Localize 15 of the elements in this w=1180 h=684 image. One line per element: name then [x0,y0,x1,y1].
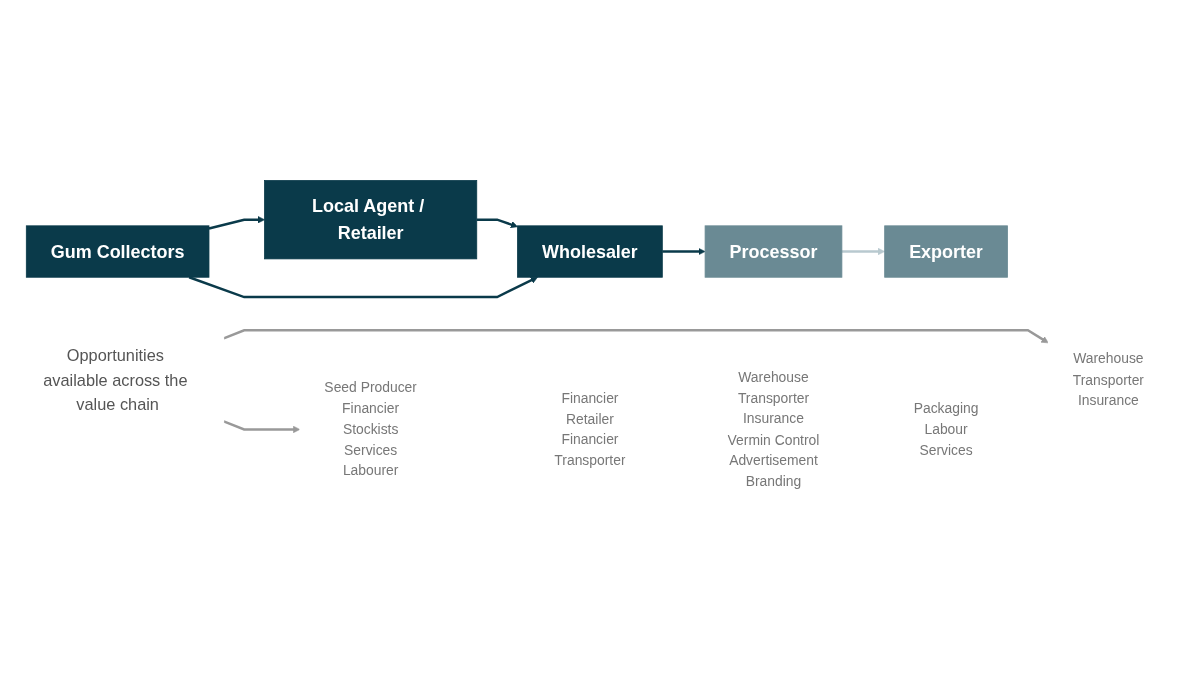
arrow [208,215,265,230]
stage-box: Exporter [884,225,1008,278]
arrow [476,218,518,228]
stage-box: Gum Collectors [25,225,210,278]
bullet-list: Financier Retailer Financier Transporter [529,374,651,484]
arrow [223,420,301,433]
arrow [223,328,1049,343]
stage-box: Local Agent / Retailer [264,179,478,259]
stage-box: Wholesaler [517,225,663,278]
bullet-list: Warehouse Transporter Insurance Vermin Control Advertisement Branding [702,354,845,505]
bullet-list: Packaging Labour Services [888,385,1004,473]
arrow [841,247,885,255]
arrow [188,275,538,298]
arrow [662,247,706,255]
stage-box: Processor [704,225,843,278]
